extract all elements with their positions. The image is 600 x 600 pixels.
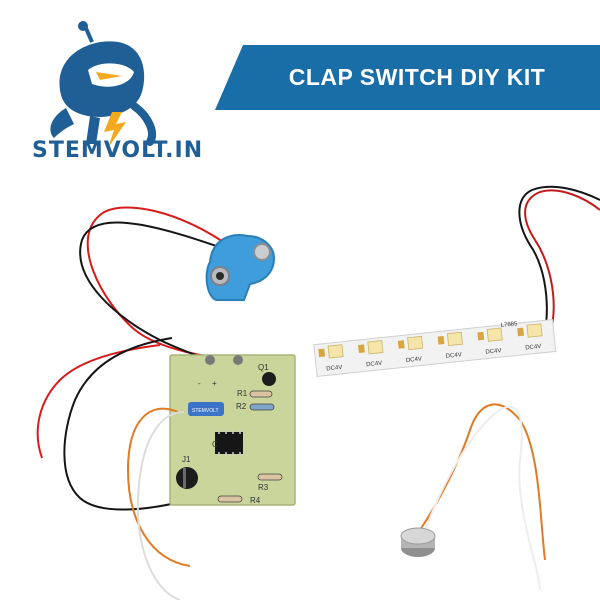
led-segment-label: DC4V (445, 352, 462, 360)
led-chip (367, 340, 384, 355)
led-strip: DC4V DC4V DC4V DC4V DC4V DC4V L7885 (313, 319, 557, 378)
resistor-r4 (217, 495, 243, 503)
page-title: CLAP SWITCH DIY KIT (288, 64, 546, 90)
led-part-label: L7885 (501, 321, 519, 329)
label-r3: R3 (258, 483, 269, 492)
led-pad (437, 336, 445, 345)
led-pad (517, 327, 524, 337)
banner-shape (215, 45, 600, 110)
microphone (400, 527, 436, 557)
label-j1: J1 (182, 455, 191, 464)
led-pad (358, 344, 365, 353)
sticker-text: STEMVOLT (192, 408, 219, 414)
resistor-r2 (249, 403, 275, 411)
led-pad (397, 340, 405, 349)
ic-chip (215, 432, 243, 454)
led-segment-label: DC4V (485, 348, 502, 356)
mic-wires (126, 403, 546, 600)
robot-mascot-icon (50, 21, 156, 148)
resistor-r1 (249, 390, 273, 398)
transistor-q1 (262, 372, 276, 386)
brand-logo (30, 20, 200, 170)
label-r2: R2 (236, 402, 247, 411)
led-segment-label: DC4V (366, 361, 383, 369)
capacitor (176, 467, 198, 489)
led-pad (477, 331, 485, 341)
led-chip (446, 331, 463, 346)
label-c: C (212, 440, 218, 449)
pcb-board (169, 354, 296, 506)
title-banner: CLAP SWITCH DIY KIT (215, 45, 600, 110)
led-chip (327, 344, 344, 359)
label-r1: R1 (237, 389, 248, 398)
led-segment-label: DC4V (525, 344, 542, 352)
label-plus: + (212, 379, 217, 388)
led-chip (486, 327, 503, 342)
label-r4: R4 (250, 496, 261, 505)
led-chip (526, 323, 543, 338)
brand-sticker (188, 402, 224, 416)
label-minus: - (198, 379, 201, 388)
led-segment-label: DC4V (406, 356, 423, 364)
led-pad (318, 348, 326, 358)
led-wires (518, 185, 600, 351)
battery-wires (36, 206, 239, 511)
led-segment-label: DC4V (326, 365, 343, 373)
battery-clip (205, 234, 276, 301)
led-chip (407, 335, 424, 351)
label-q1: Q1 (258, 363, 269, 372)
brand-name: STEMVOLT.IN (32, 138, 204, 163)
resistor-r3 (257, 473, 283, 481)
